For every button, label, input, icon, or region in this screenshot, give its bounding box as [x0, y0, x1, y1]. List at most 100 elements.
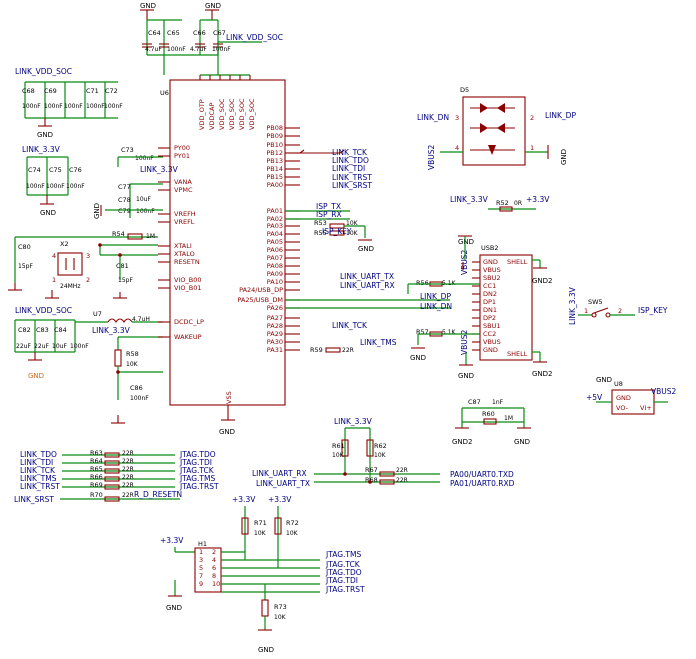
jtag-resistor-ref: R66	[90, 473, 103, 481]
net-link-tck: LINK_TCK	[332, 148, 368, 157]
jtag-resistor-value: 22R	[122, 458, 134, 465]
net-right-jtag: JTAG.TDO	[179, 450, 216, 459]
c79-value: 100nF	[136, 208, 155, 215]
r60-value: 1M	[504, 415, 513, 422]
u6-top-pin: VDD_SOC	[238, 98, 246, 130]
u8-pin-gnd: GND	[616, 394, 631, 402]
jtag-resistor-value: 22R	[122, 482, 134, 489]
c74-c76-group: LINK_3.3V C74 C75 C76 100nF 100nF 100nF …	[22, 145, 85, 217]
r58-value: 10K	[126, 361, 139, 368]
jtag-resistor-ref: R69	[90, 481, 103, 489]
r68-value: 22R	[396, 477, 408, 484]
c69-ref: C69	[44, 87, 57, 95]
gnd-label: GND	[140, 2, 156, 10]
r68-ref: R68	[365, 476, 378, 484]
c78-ref: C78	[118, 196, 131, 204]
gnd-label: GND	[205, 2, 221, 10]
u8-pin-vo: VO-	[616, 404, 629, 412]
u6-right-pin: PA09	[267, 270, 283, 278]
u6-right-nets: LINK_TCK LINK_TDO LINK_TDI LINK_TRST LIN…	[285, 148, 452, 354]
net-left-jtag: LINK_TCK	[20, 466, 56, 475]
c69-value: 100nF	[44, 103, 63, 110]
u6-right-pin: PA08	[267, 262, 283, 270]
gnd-label: GND	[28, 372, 44, 380]
r53-ref: R53	[314, 219, 327, 227]
u6-right-pin: PA28	[267, 322, 283, 330]
u6-left-pin: DCDC_LP	[174, 318, 204, 326]
usb2-ref: USB2	[481, 244, 498, 252]
x2-ref: X2	[60, 240, 69, 248]
c67-value: 100nF	[212, 46, 231, 53]
net-jtag-tms: JTAG.TMS	[325, 550, 361, 559]
c86-value: 100nF	[130, 395, 149, 402]
c76-ref: C76	[69, 166, 82, 174]
net-pa01-uart0-rxd: PA01/UART0.RXD	[450, 479, 515, 488]
c74-value: 100nF	[26, 183, 45, 190]
net-link-dn: LINK_DN	[417, 113, 449, 122]
u6-right-pin: PA03	[267, 222, 283, 230]
net-link-tck: LINK_TCK	[332, 321, 368, 330]
usb2-pin: DP1	[483, 298, 496, 306]
jtag-resistor-ref: R64	[90, 457, 103, 465]
usb2-pin: DN2	[483, 290, 497, 298]
net-left-jtag: LINK_TRST	[20, 482, 60, 491]
c65-ref: C65	[167, 29, 180, 37]
r59-ref: R59	[310, 346, 323, 354]
c68-value: 100nF	[22, 103, 41, 110]
u6-right-pin: PA26	[267, 304, 283, 312]
r57-ref: R57	[416, 328, 429, 336]
h1-pin: 9	[199, 580, 203, 588]
gnd-label: GND	[258, 646, 274, 654]
net-vbus2: VBUS2	[427, 144, 436, 170]
x2-pin-4: 4	[52, 252, 56, 260]
r67-ref: R67	[365, 466, 378, 474]
net-right-jtag: JTAG.TCK	[179, 466, 215, 475]
net-left-jtag: LINK_TDO	[20, 450, 57, 459]
r55-ref: R55	[314, 229, 327, 237]
jtag-resistor-value: 22R	[122, 466, 134, 473]
sw5-ref: SW5	[588, 298, 603, 306]
d5-ref: D5	[460, 86, 469, 94]
c87-r60-group: C87 1nF R60 1M GND2 GND	[452, 398, 531, 446]
gnd-label: GND	[560, 149, 568, 165]
gnd-label: GND	[458, 238, 474, 246]
net-vbus2: VBUS2	[651, 387, 677, 396]
r71-value: 10K	[254, 530, 267, 537]
r61-ref: R61	[332, 442, 345, 450]
gnd-label: GND	[93, 203, 101, 219]
r70-value: 22R	[122, 492, 134, 499]
u6-right-pin: PA27	[267, 314, 283, 322]
net-plus-5v: +5V	[586, 393, 603, 402]
u6-top-pin: VDD_SOC	[248, 98, 256, 130]
net-plus-3v3: +3.3V	[268, 495, 292, 504]
c76-value: 100nF	[66, 183, 85, 190]
net-isp-key: ISP_KEY	[638, 306, 668, 315]
net-plus-3v3: +3.3V	[160, 536, 184, 545]
gnd-label: GND	[410, 354, 426, 362]
c75-ref: C75	[49, 166, 62, 174]
jtag-resistor-ref: R65	[90, 465, 103, 473]
u6-bottom-pin: VSS	[225, 391, 233, 404]
usb2-pin: GND	[483, 346, 498, 354]
gnd-label: GND	[219, 428, 235, 436]
u6-top-pin: VDD_SOC	[218, 98, 226, 130]
c71-value: 100nF	[86, 103, 105, 110]
net-link-dp: LINK_DP	[420, 292, 451, 301]
u6-right-pin: PB09	[266, 132, 283, 140]
gnd2-label: GND2	[452, 438, 473, 446]
r72-value: 10K	[286, 530, 299, 537]
net-left-jtag: LINK_TDI	[20, 458, 53, 467]
u8-regulator: GND U8 GND VO- VI+ +5V VBUS2	[586, 376, 677, 415]
u6-right-pin: PA07	[267, 254, 283, 262]
u6-right-pin: PA10	[267, 278, 283, 286]
c66-value: 4.7uF	[190, 46, 207, 53]
u6-right-pin: PB10	[266, 141, 283, 149]
u7-value: 4.7uH	[132, 316, 150, 323]
c68-c72-group: LINK_VDD_SOC C68 C69 C71 C72 100nF 100nF…	[15, 67, 123, 139]
c86-ref: C86	[130, 384, 143, 392]
u6-chip: U6 VDD_OTP VDDCAP VDD_SOC VDD_SOC VDD_SO…	[158, 75, 300, 436]
c74-ref: C74	[28, 166, 41, 174]
